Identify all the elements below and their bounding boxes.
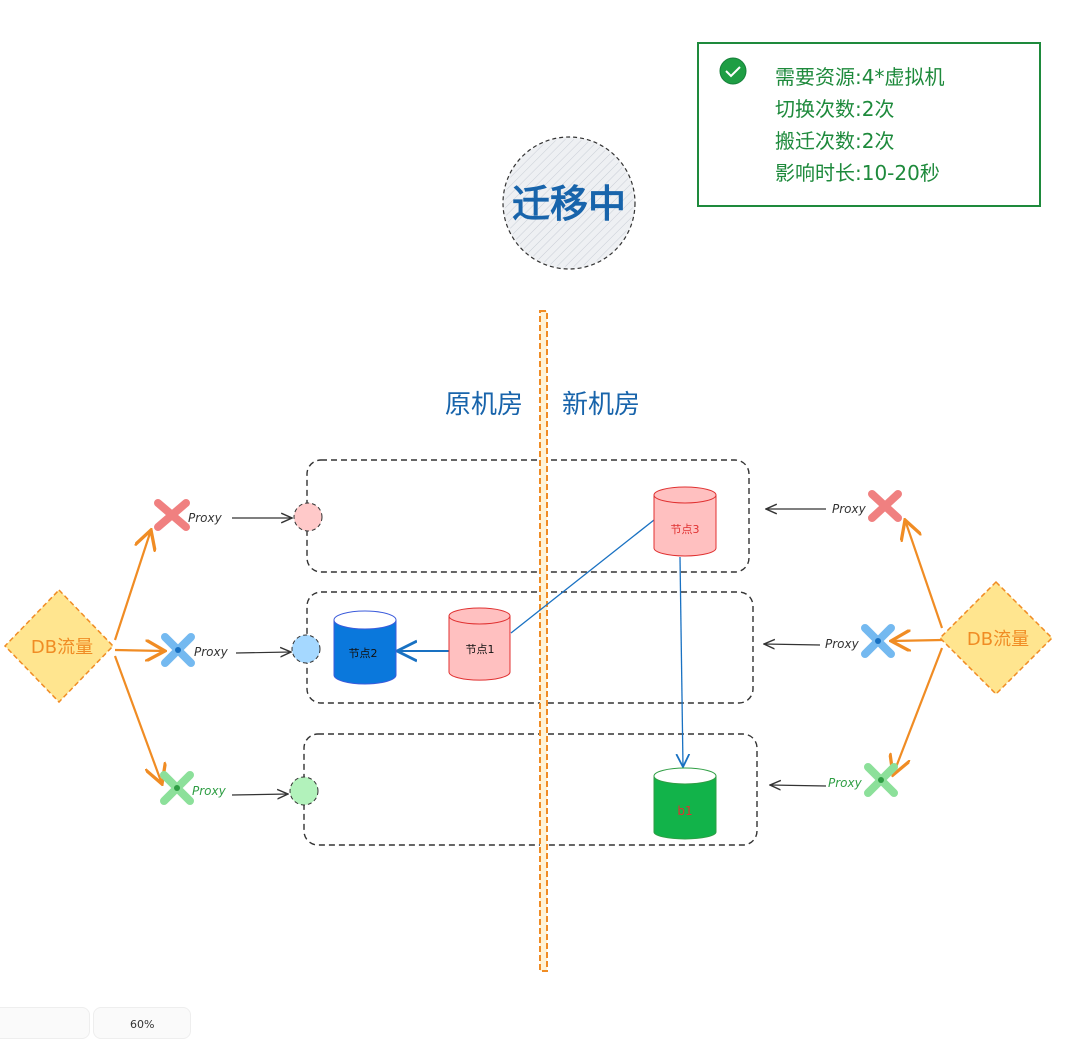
info-line: 影响时长:10-20秒: [775, 161, 940, 185]
node-label: 节点1: [466, 643, 495, 656]
node-label: b1: [677, 804, 692, 818]
proxy-label: Proxy: [832, 502, 867, 516]
proxy-right-red[interactable]: Proxy: [832, 490, 902, 522]
group-box-middle: [306, 591, 754, 704]
info-line: 需要资源:4*虚拟机: [775, 65, 944, 89]
info-line: 搬迁次数:2次: [775, 129, 894, 153]
new-room-label: 新机房: [562, 390, 640, 420]
port-blue: [291, 634, 321, 664]
proxy-label: Proxy: [188, 511, 223, 525]
proxy-left-green[interactable]: Proxy: [160, 771, 227, 805]
toolbar-left[interactable]: [0, 1007, 90, 1039]
old-room-label: 原机房: [445, 390, 523, 420]
proxy-arrows: [231, 509, 827, 795]
port-red: [293, 502, 323, 532]
replication-links: [397, 519, 683, 767]
proxy-right-green[interactable]: Proxy: [828, 763, 898, 797]
node-label: 节点3: [671, 523, 700, 536]
traffic-arrows: [113, 520, 944, 784]
datacenter-divider: [539, 310, 548, 972]
proxy-right-blue[interactable]: Proxy: [825, 624, 895, 658]
node-label: 节点2: [349, 647, 378, 660]
db-traffic-label: DB流量: [967, 629, 1029, 650]
db-node-1[interactable]: 节点1: [448, 607, 511, 681]
db-traffic-label: DB流量: [31, 637, 93, 658]
db-traffic-left[interactable]: DB流量: [3, 588, 115, 704]
proxy-left-blue[interactable]: Proxy: [161, 633, 229, 667]
check-circle-icon: [719, 57, 747, 85]
db-node-b1[interactable]: b1: [653, 767, 717, 840]
proxy-label: Proxy: [194, 645, 229, 659]
migration-status-circle: 迁移中: [502, 136, 636, 270]
db-traffic-right[interactable]: DB流量: [938, 580, 1054, 696]
proxy-left-red[interactable]: Proxy: [154, 499, 223, 531]
status-label: 迁移中: [512, 182, 626, 226]
proxy-label: Proxy: [192, 784, 227, 798]
proxy-label: Proxy: [825, 637, 860, 651]
db-node-3[interactable]: 节点3: [653, 486, 717, 557]
db-node-2[interactable]: 节点2: [333, 610, 397, 685]
zoom-level: 60%: [130, 1018, 155, 1031]
info-line: 切换次数:2次: [775, 97, 894, 121]
proxy-label: Proxy: [828, 776, 863, 790]
zoom-control[interactable]: 60%: [93, 1007, 191, 1039]
port-green: [289, 776, 319, 806]
info-box: 需要资源:4*虚拟机 切换次数:2次 搬迁次数:2次 影响时长:10-20秒: [697, 42, 1041, 207]
